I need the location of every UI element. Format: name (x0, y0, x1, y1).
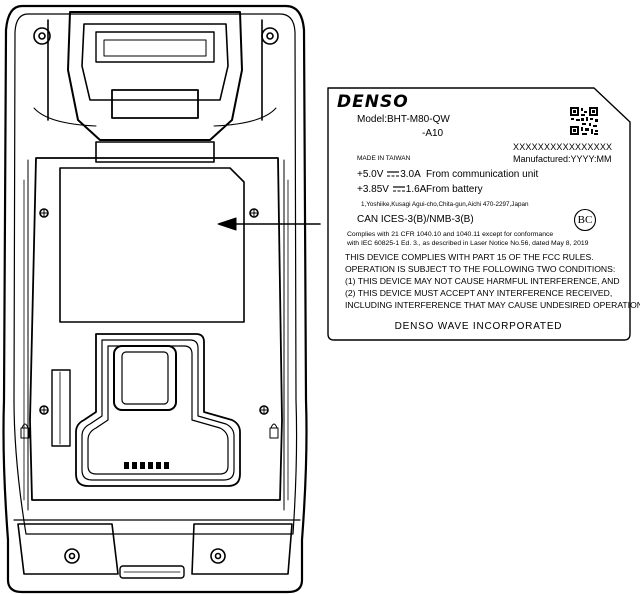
screw-icon (64, 548, 80, 564)
side-slot (51, 369, 71, 447)
bottom-left-foot (17, 523, 119, 575)
fcc-statement-line: THIS DEVICE COMPLIES WITH PART 15 OF THE… (345, 252, 594, 262)
fcc-statement-line: OPERATION IS SUBJECT TO THE FOLLOWING TW… (345, 264, 616, 274)
screw-icon (210, 548, 226, 564)
screw-icon (249, 208, 259, 218)
laser-compliance-line-2: with IEC 60825-1 Ed. 3., as described in… (347, 240, 589, 247)
screw-icon (261, 27, 279, 45)
power-source-2: From battery (426, 184, 483, 195)
fcc-statement-line: INCLUDING INTERFERENCE THAT MAY CAUSE UN… (345, 300, 640, 310)
lock-icon (20, 423, 30, 439)
dc-symbol-icon (392, 186, 405, 192)
regulatory-label: DENSO Model:BHT-M80-QW -A10 XXXXXXXXXXXX… (327, 88, 640, 340)
screw-icon (39, 405, 49, 415)
power-rating-1: +5.0V 3.0A (357, 169, 421, 180)
bottom-port (119, 565, 185, 579)
device-label-area (59, 167, 245, 323)
brand-logo: DENSO (337, 92, 409, 112)
power-2-voltage: +3.85V (357, 184, 389, 195)
manufacturer-name: DENSO WAVE INCORPORATED (394, 321, 563, 332)
power-1-current: 3.0A (400, 169, 421, 180)
power-rating-2: +3.85V 1.6A (357, 184, 426, 195)
connector-housing (75, 333, 241, 487)
battery-cover (29, 157, 283, 501)
country-of-origin: MADE IN TAIWAN (357, 155, 411, 162)
manufacturer-address: 1,Yoshiike,Kusagi Agui-cho,Chita-gun,Aic… (361, 201, 529, 208)
power-source-1: From communication unit (426, 169, 539, 180)
label-outline (327, 87, 631, 341)
fcc-statement-line: (2) THIS DEVICE MUST ACCEPT ANY INTERFER… (345, 288, 613, 298)
serial-number: XXXXXXXXXXXXXXXX (513, 142, 613, 152)
manufacture-date: Manufactured:YYYY:MM (513, 154, 612, 164)
bottom-right-foot (191, 523, 293, 575)
scanner-head (67, 11, 243, 141)
power-1-voltage: +5.0V (357, 169, 384, 180)
bc-mark-icon: BC (573, 208, 597, 232)
charging-contacts (124, 462, 169, 469)
power-2-current: 1.6A (405, 184, 427, 195)
qr-code-icon (569, 106, 599, 136)
screw-icon (39, 208, 49, 218)
arrow-icon (217, 217, 321, 231)
model-number: Model:BHT-M80-QW (357, 114, 450, 125)
device-body (2, 4, 308, 594)
dc-symbol-icon (387, 171, 400, 177)
fcc-statement-line: (1) THIS DEVICE MAY NOT CAUSE HARMFUL IN… (345, 276, 620, 286)
lock-icon (269, 423, 279, 439)
bc-mark-text: BC (577, 214, 593, 226)
screw-icon (259, 405, 269, 415)
model-variant: -A10 (422, 128, 444, 139)
laser-compliance-line-1: Complies with 21 CFR 1040.10 and 1040.11… (347, 231, 554, 238)
screw-icon (33, 27, 51, 45)
canada-compliance: CAN ICES-3(B)/NMB-3(B) (357, 214, 474, 225)
